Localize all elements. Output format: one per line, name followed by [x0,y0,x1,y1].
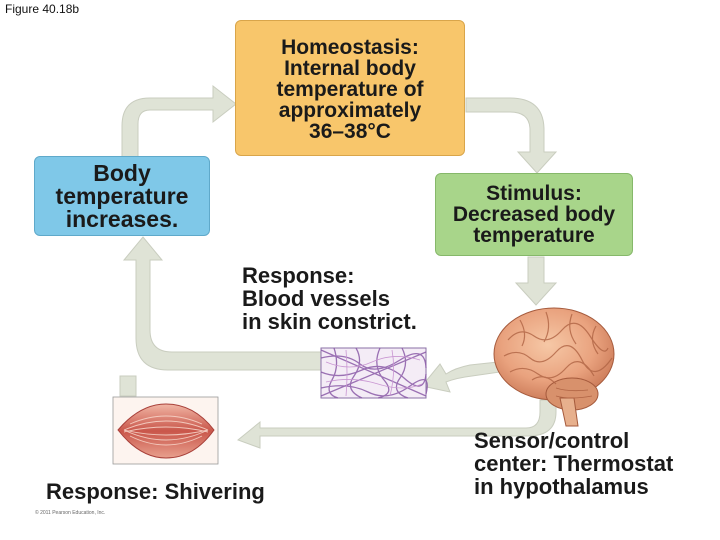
blood-vessels-image [320,347,428,399]
copyright-notice: © 2011 Pearson Education, Inc. [35,510,106,516]
response-vessels-label: Response: Blood vessels in skin constric… [242,263,417,335]
homeostasis-box: Homeostasis: Internal body temperature o… [235,20,465,156]
figure-label: Figure 40.18b [5,2,80,16]
arrow-to-muscle [237,399,557,449]
body-temperature-box: Body temperature increases. [34,156,210,236]
stimulus-box: Stimulus: Decreased body temperature [435,173,633,256]
stimulus-text: Stimulus: Decreased body temperature [452,182,616,247]
arrow-from-vessels [122,236,323,371]
muscle-image [112,396,219,465]
arrow-to-vessels [421,361,501,393]
brain-image [493,307,615,427]
sensor-control-label: Sensor/control center: Thermostat in hyp… [474,428,674,500]
body-temperature-text: Body temperature increases. [55,159,189,232]
arrow-to-homeostasis [121,84,237,158]
arrow-to-stimulus [465,97,558,174]
arrow-shiver-up [119,375,137,397]
homeostasis-text: Homeostasis: Internal body temperature o… [276,35,424,143]
response-shivering-label: Response: Shivering [46,479,265,504]
arrow-to-sensor [514,256,558,306]
loop-arrows [119,84,558,449]
